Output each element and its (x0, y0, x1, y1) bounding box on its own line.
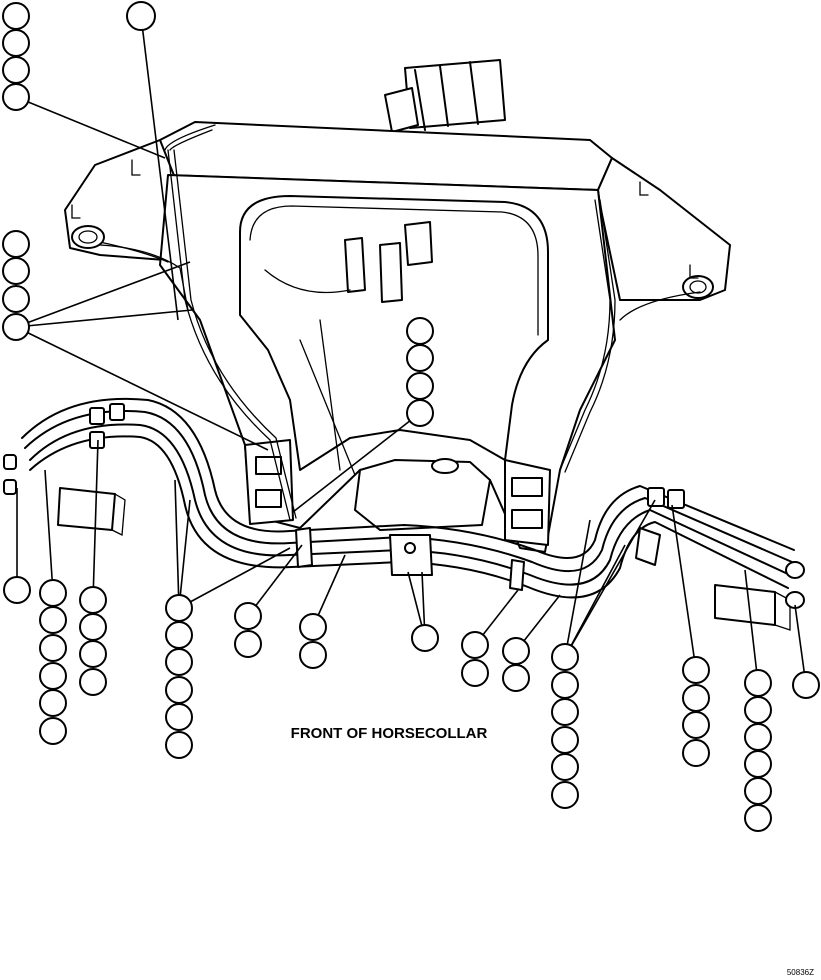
callout-bubble[interactable] (3, 576, 31, 604)
callout-bubble[interactable] (2, 285, 30, 313)
callout-group-top-left (2, 2, 30, 111)
callout-bubble[interactable] (551, 698, 579, 726)
callout-bubble[interactable] (744, 723, 772, 751)
callout-bubble[interactable] (39, 579, 67, 607)
callout-group-center (406, 317, 434, 427)
callout-group-lower-mid-b (299, 613, 327, 669)
callout-bubble[interactable] (792, 671, 820, 699)
callout-group-lower-right-a (551, 643, 579, 809)
callout-bubble[interactable] (682, 684, 710, 712)
callout-bubble[interactable] (406, 317, 434, 345)
callout-bubble[interactable] (406, 372, 434, 400)
callout-bubble[interactable] (165, 703, 193, 731)
horsecollar-frame (64, 121, 731, 553)
callout-bubble[interactable] (79, 668, 107, 696)
callout-bubble[interactable] (165, 676, 193, 704)
callout-bubble[interactable] (551, 671, 579, 699)
callout-group-lower-right-c (744, 669, 772, 832)
callout-bubble[interactable] (126, 1, 156, 31)
callout-bubble[interactable] (744, 804, 772, 832)
callout-group-lower-left-a (39, 579, 67, 745)
callout-bubble[interactable] (744, 750, 772, 778)
callout-bubble[interactable] (299, 641, 327, 669)
diagram-caption: FRONT OF HORSECOLLAR (291, 725, 488, 742)
callout-group-lower-mid-a (234, 602, 262, 658)
callout-bubble[interactable] (2, 257, 30, 285)
callout-bubble[interactable] (502, 637, 530, 665)
callout-bubble[interactable] (682, 739, 710, 767)
callout-group-left (2, 230, 30, 341)
frame-tubing (99, 124, 701, 521)
callout-bubble[interactable] (79, 613, 107, 641)
callout-group-lower-left-c (165, 594, 193, 759)
callout-bubble[interactable] (39, 689, 67, 717)
callout-bubble[interactable] (2, 313, 30, 341)
callout-group-lower-left-b (79, 586, 107, 696)
callout-bubble[interactable] (165, 731, 193, 759)
callout-bubble[interactable] (234, 602, 262, 630)
callout-bubble[interactable] (744, 777, 772, 805)
leader-lines (15, 15, 807, 686)
callout-bubble[interactable] (406, 344, 434, 372)
callout-bubble[interactable] (744, 696, 772, 724)
callout-bubble[interactable] (2, 2, 30, 30)
callout-bubble[interactable] (2, 29, 30, 57)
callout-bubble[interactable] (2, 56, 30, 84)
callout-bubble[interactable] (165, 648, 193, 676)
drawing-reference-number: 50836Z (787, 968, 814, 977)
callout-bubble[interactable] (461, 631, 489, 659)
callout-bubble[interactable] (39, 662, 67, 690)
callout-bubble[interactable] (551, 643, 579, 671)
callout-bubble[interactable] (234, 630, 262, 658)
callout-bubble[interactable] (2, 83, 30, 111)
callout-bubble[interactable] (551, 753, 579, 781)
callout-bubble[interactable] (79, 586, 107, 614)
callout-group-lower-mid-d (502, 637, 530, 692)
callout-bubble[interactable] (2, 230, 30, 258)
callout-bubble[interactable] (682, 656, 710, 684)
callout-bubble[interactable] (39, 634, 67, 662)
hose-bundle (3, 397, 805, 631)
callout-bubble[interactable] (502, 664, 530, 692)
callout-bubble[interactable] (165, 594, 193, 622)
callout-bubble[interactable] (551, 726, 579, 754)
callout-bubble[interactable] (299, 613, 327, 641)
callout-bubble[interactable] (406, 399, 434, 427)
callout-bubble[interactable] (39, 717, 67, 745)
callout-group-lower-mid-c (461, 631, 489, 687)
callout-bubble[interactable] (165, 621, 193, 649)
callout-bubble[interactable] (411, 624, 439, 652)
callout-bubble[interactable] (461, 659, 489, 687)
callout-group-lower-right-b (682, 656, 710, 767)
upper-cylinder (384, 59, 506, 133)
callout-bubble[interactable] (39, 606, 67, 634)
callout-bubble[interactable] (551, 781, 579, 809)
callout-bubble[interactable] (744, 669, 772, 697)
callout-bubble[interactable] (682, 711, 710, 739)
callout-bubble[interactable] (79, 640, 107, 668)
